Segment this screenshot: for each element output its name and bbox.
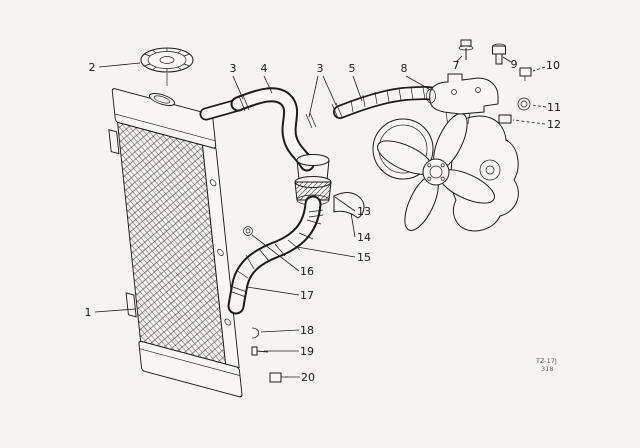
upper-radiator-hose (199, 87, 315, 172)
sensor-probe (495, 54, 503, 65)
hub-bolt (427, 176, 432, 181)
vent-screw (458, 39, 474, 60)
water-hose-5 (305, 86, 445, 129)
bottom-tank-seam (139, 348, 241, 376)
pump-boss (479, 159, 501, 181)
hose-5-body (334, 87, 444, 118)
callout-14: 14 (357, 231, 371, 244)
housing-bolt (475, 87, 481, 93)
temperature-sensor (492, 43, 506, 65)
cap-center (159, 56, 175, 64)
side-fitting (243, 226, 253, 236)
side-channel-hole (224, 318, 232, 326)
callout-3a: 3 (230, 62, 237, 75)
housing-bolt (451, 89, 457, 95)
washer-inner (520, 100, 528, 108)
vent-screw-head (460, 39, 472, 47)
drain-plug (269, 372, 288, 383)
sensor-hex (492, 45, 506, 55)
thermostat-housing (426, 73, 499, 115)
callout-10: 10 (546, 59, 560, 72)
hose-4-body (232, 89, 313, 170)
radiator-mount-bracket (108, 129, 120, 155)
hose-clamp (305, 102, 343, 129)
callout-9: 9 (511, 58, 518, 71)
radiator-cap (140, 47, 194, 86)
hose-15-shading (235, 219, 322, 279)
callout-20: 20 (301, 371, 315, 384)
hose-clip (251, 327, 260, 339)
threaded-plug (498, 114, 512, 124)
hose-clamp (238, 94, 250, 112)
threaded-plug-head (498, 114, 512, 124)
callout-2: 2 (89, 61, 96, 74)
callout-4: 4 (261, 62, 268, 75)
callout-15: 15 (357, 251, 371, 264)
filler-neck (148, 92, 176, 106)
callout-leader-lines-dashed (512, 66, 547, 125)
lower-radiator-hose (227, 192, 365, 315)
mounting-screw (251, 346, 269, 356)
housing-outline (429, 73, 499, 115)
callout-3b: 3 (317, 62, 324, 75)
callout-19: 19 (300, 345, 314, 358)
filler-neck-opening (153, 95, 171, 104)
top-tank-seam (114, 113, 216, 142)
cap-scallops (143, 48, 191, 72)
hex-plug (519, 67, 532, 81)
pump-body (450, 115, 519, 232)
radiator-mount-bracket (125, 292, 137, 318)
side-channel-hole (217, 248, 224, 256)
pump-inlet-elbow (333, 192, 365, 219)
elbow-flange (296, 154, 330, 166)
pump-boss-center (485, 165, 495, 175)
fan-hub (422, 158, 450, 186)
hose-15-body (229, 197, 320, 313)
callout-1: 1 (85, 306, 92, 319)
drain-plug-head (269, 372, 282, 383)
thermostat-elbow (296, 154, 330, 181)
callout-7: 7 (453, 59, 460, 72)
callout-8: 8 (401, 62, 408, 75)
side-fitting-outer (243, 226, 253, 236)
hose-5-corrugation (350, 87, 426, 113)
elbow-wall (296, 159, 300, 181)
screw-shaft (256, 350, 269, 353)
hub-bolt (440, 176, 445, 181)
hub-bolt (440, 163, 445, 168)
drawing-code-line1: TZ-17J (535, 357, 557, 365)
housing-neck (426, 88, 436, 104)
fan (377, 113, 495, 231)
radiator (108, 88, 243, 398)
elbow-wall (326, 159, 330, 181)
sealing-washer (517, 97, 531, 111)
thermostat (294, 176, 332, 206)
callout-17: 17 (300, 289, 314, 302)
hex-plug-head (519, 67, 532, 77)
screw-head (251, 346, 258, 356)
callout-12: 12 (547, 118, 561, 131)
washer-outer (517, 97, 531, 111)
callout-5: 5 (349, 62, 356, 75)
callout-11: 11 (547, 101, 561, 114)
drawing-code-line2: 318 (541, 365, 553, 373)
side-channel-hole (209, 179, 217, 187)
hose-clamp (231, 209, 324, 298)
callout-18: 18 (300, 324, 314, 337)
hub-bolt (427, 163, 432, 168)
callout-leader-lines (94, 55, 512, 378)
fan-hub-center (429, 165, 443, 179)
side-fitting-inner (245, 228, 251, 234)
callout-13: 13 (357, 205, 371, 218)
callout-16: 16 (300, 265, 314, 278)
